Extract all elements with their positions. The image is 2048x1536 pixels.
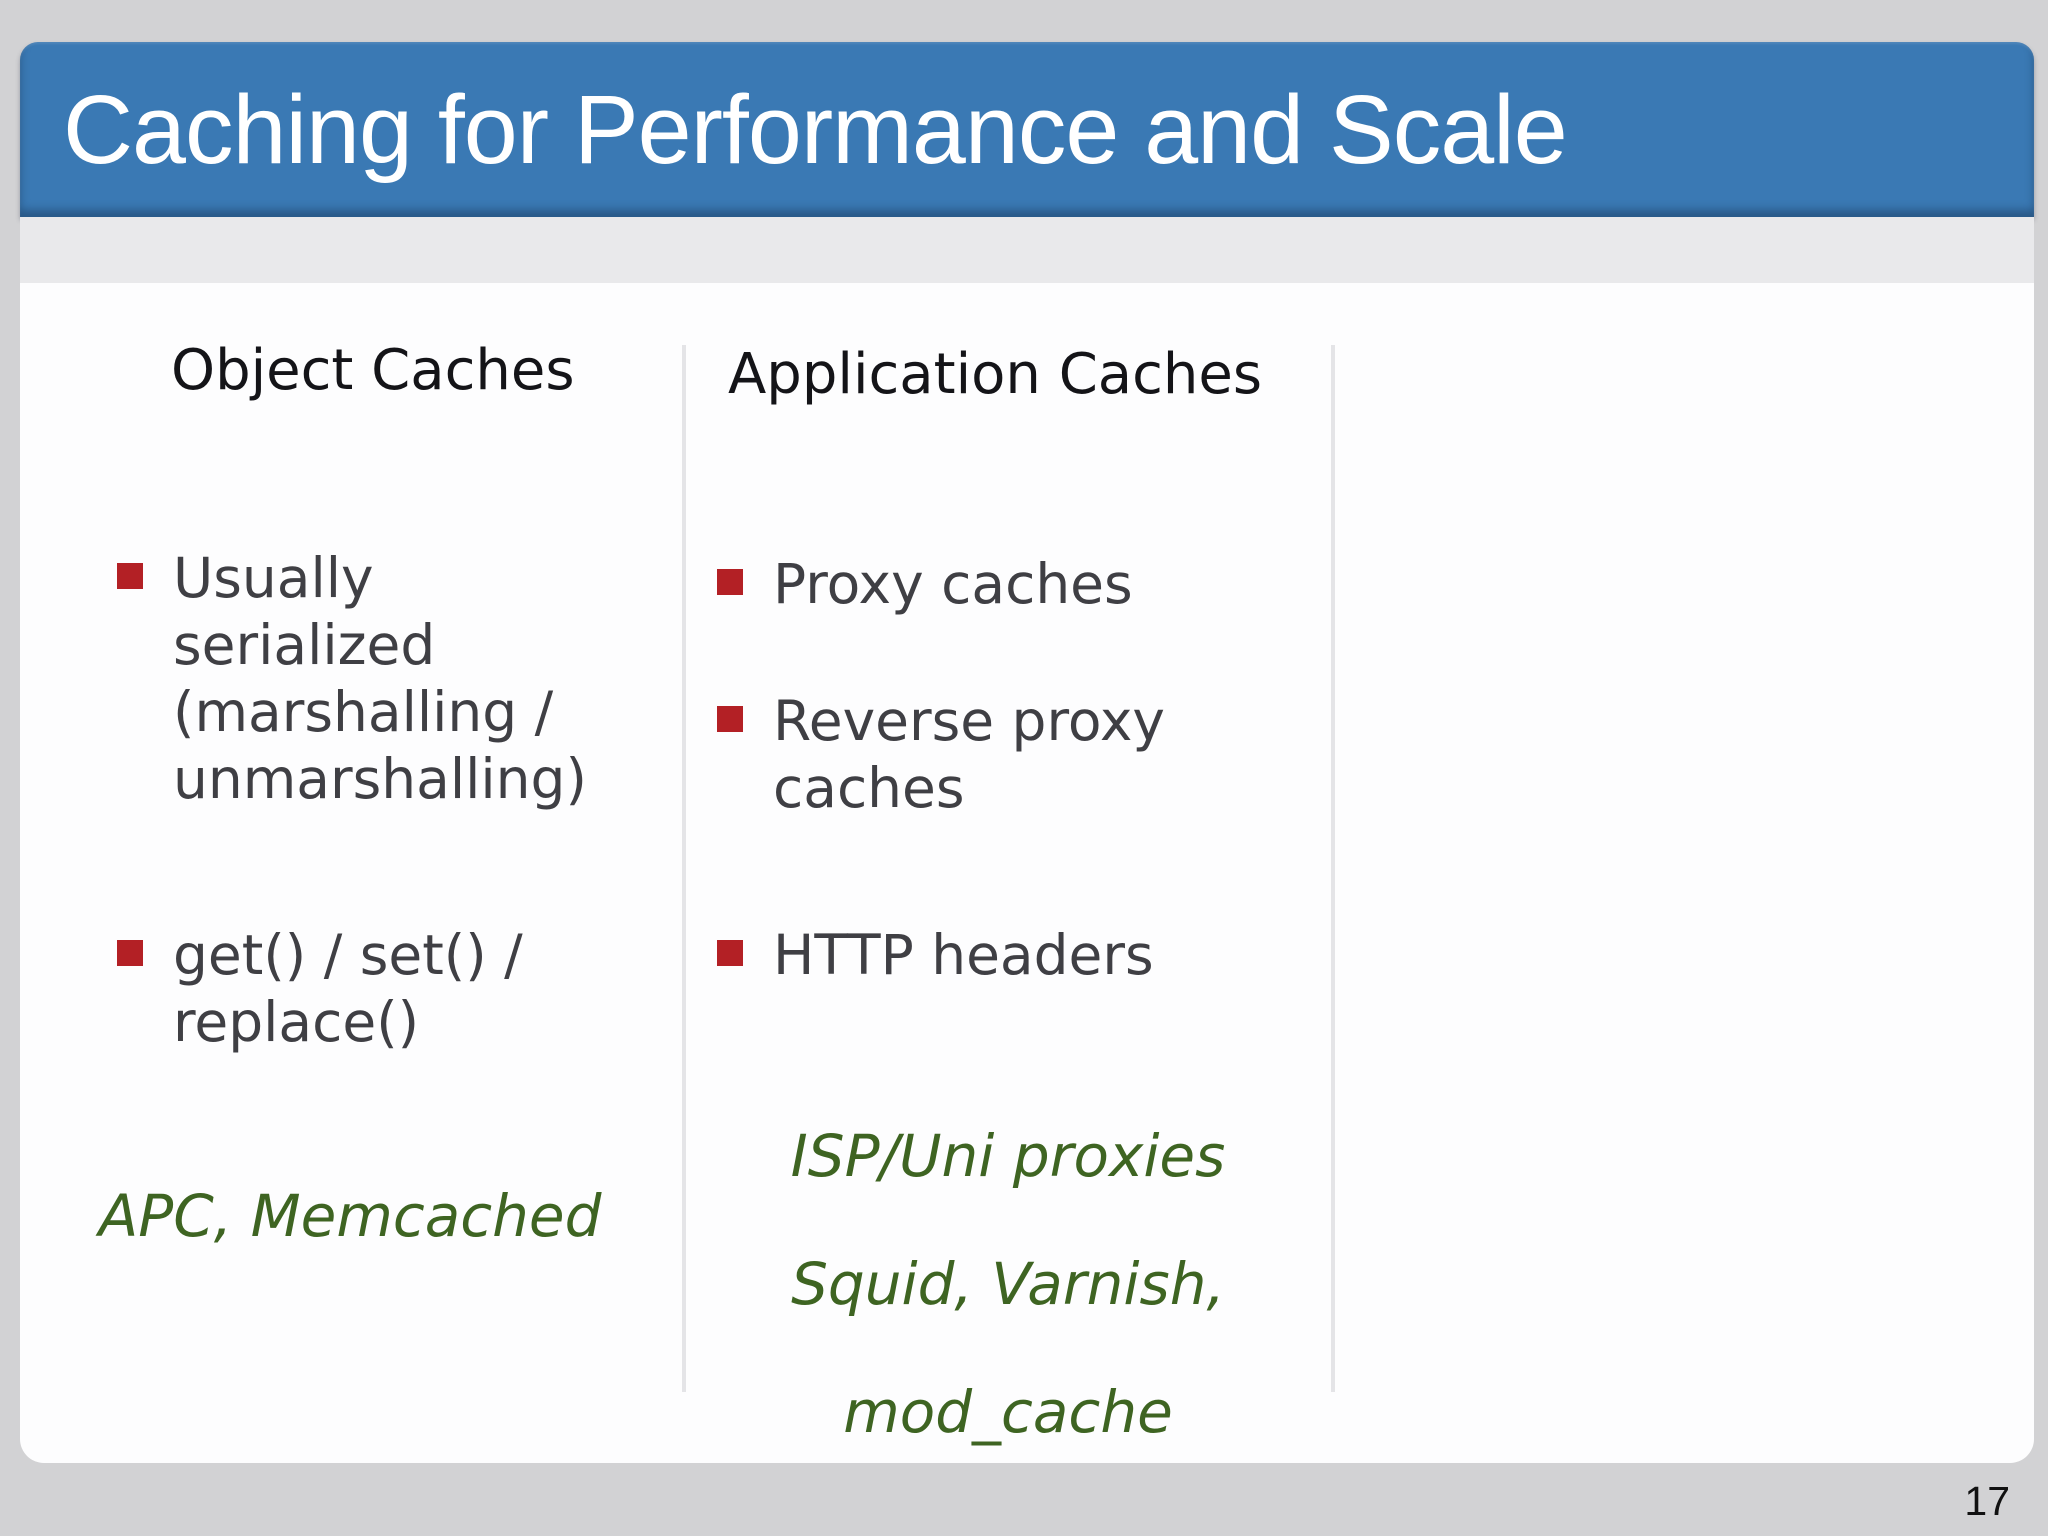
square-bullet-icon: [117, 940, 143, 966]
note-application-caches-line-3: mod_cache: [843, 1378, 1173, 1446]
square-bullet-icon: [117, 563, 143, 589]
title-sub-band: [20, 217, 2034, 283]
note-object-caches-examples: APC, Memcached: [98, 1182, 602, 1250]
square-bullet-icon: [717, 706, 743, 732]
slide-title: Caching for Performance and Scale: [63, 74, 1568, 184]
note-application-caches-line-2: Squid, Varnish,: [791, 1250, 1225, 1318]
column-divider-1: [682, 345, 686, 1392]
bullet-item: Usually serialized (marshalling / unmars…: [117, 545, 653, 813]
bullet-item: Proxy caches: [717, 551, 1213, 618]
column-header-object-caches: Object Caches: [171, 338, 575, 403]
bullet-item: get() / set() / replace(): [117, 922, 653, 1056]
square-bullet-icon: [717, 940, 743, 966]
bullet-item: Reverse proxy caches: [717, 688, 1213, 822]
slide-title-bar: Caching for Performance and Scale: [20, 42, 2034, 217]
column-header-application-caches: Application Caches: [728, 342, 1263, 407]
column-divider-2: [1331, 345, 1335, 1392]
slide-content-panel: [20, 283, 2034, 1463]
square-bullet-icon: [717, 569, 743, 595]
bullet-text: Usually serialized (marshalling / unmars…: [173, 546, 587, 811]
bullet-text: Reverse proxy caches: [773, 689, 1165, 820]
bullet-text: HTTP headers: [773, 923, 1154, 987]
page-number: 17: [1964, 1478, 2010, 1524]
bullet-item: HTTP headers: [717, 922, 1213, 989]
bullet-text: Proxy caches: [773, 552, 1133, 616]
bullet-text: get() / set() / replace(): [173, 923, 523, 1054]
note-application-caches-line-1: ISP/Uni proxies: [790, 1122, 1226, 1190]
